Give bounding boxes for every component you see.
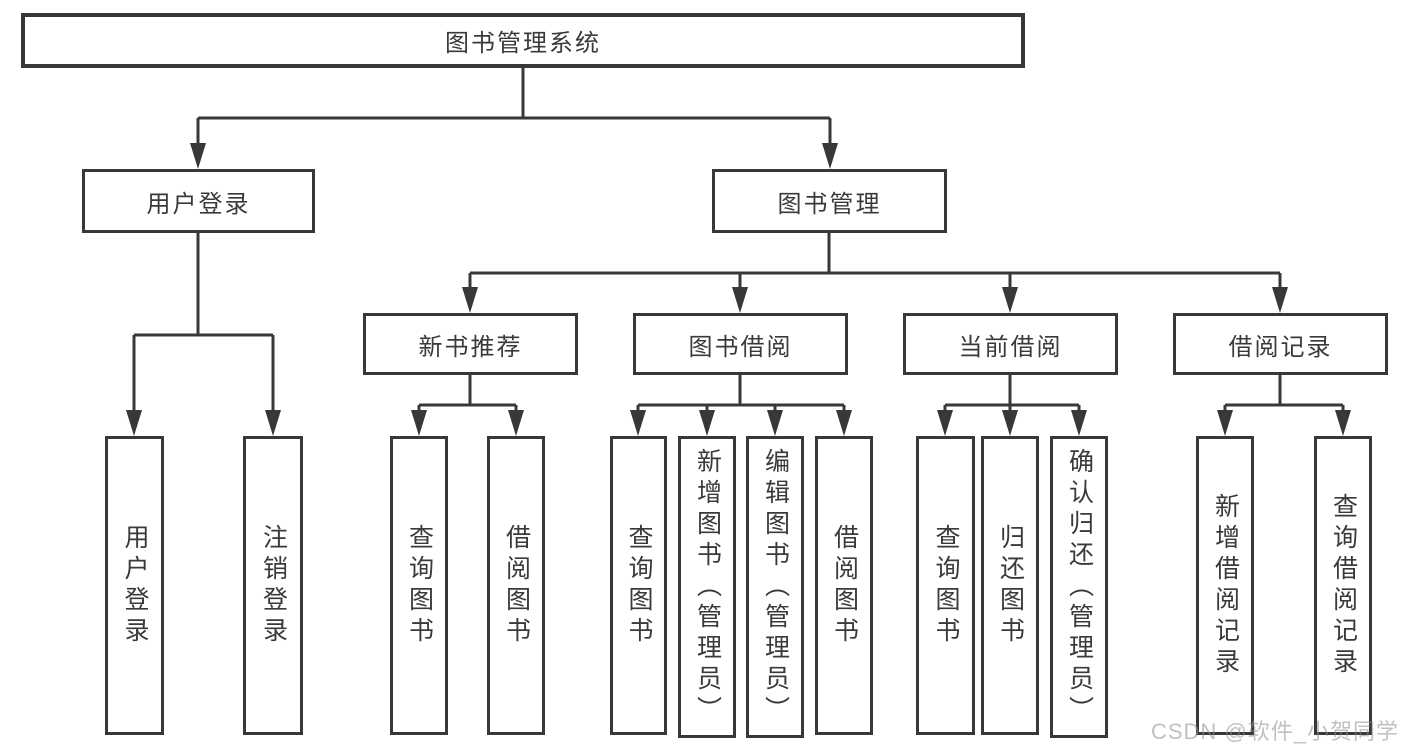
node-root-label: 图书管理系统 [445, 30, 601, 57]
leaf-user-login: 用户登录 [105, 436, 164, 735]
connector-current-borrow [937, 375, 1087, 436]
node-borrow-records-label: 借阅记录 [1228, 333, 1333, 361]
leaf-edit-book-admin: 编辑图书（管理员） [746, 436, 804, 738]
leaf-query-borrow-record: 查询借阅记录 [1314, 436, 1372, 735]
node-root: 图书管理系统 [21, 13, 1025, 68]
leaf-add-book-admin: 新增图书（管理员） [678, 436, 736, 738]
leaf-add-borrow-record: 新增借阅记录 [1196, 436, 1254, 735]
leaf-return-book-label: 归还图书 [996, 523, 1025, 648]
leaf-confirm-return-admin-label: 确认归还（管理员） [1065, 447, 1094, 727]
connector-book-management [462, 233, 1288, 313]
node-book-management: 图书管理 [712, 169, 947, 233]
node-current-borrow: 当前借阅 [903, 313, 1118, 375]
leaf-edit-book-admin-label: 编辑图书（管理员） [761, 447, 790, 727]
leaf-query-book-3: 查询图书 [916, 436, 975, 735]
leaf-borrow-book-2: 借阅图书 [815, 436, 873, 735]
leaf-user-login-label: 用户登录 [121, 523, 149, 648]
node-borrow-records: 借阅记录 [1173, 313, 1388, 375]
leaf-query-book-2: 查询图书 [610, 436, 667, 735]
leaf-logout-label: 注销登录 [259, 523, 288, 648]
leaf-query-borrow-record-label: 查询借阅记录 [1329, 492, 1358, 679]
connector-borrow-records [1217, 375, 1351, 436]
node-current-borrow-label: 当前借阅 [958, 333, 1063, 361]
node-user-login: 用户登录 [82, 169, 315, 233]
leaf-confirm-return-admin: 确认归还（管理员） [1050, 436, 1108, 738]
leaf-logout: 注销登录 [243, 436, 303, 735]
leaf-borrow-book-2-label: 借阅图书 [830, 523, 859, 648]
node-book-borrow: 图书借阅 [633, 313, 848, 375]
connector-user-login [126, 233, 281, 436]
node-book-management-label: 图书管理 [777, 190, 882, 218]
node-user-login-label: 用户登录 [146, 190, 251, 218]
connector-root [190, 68, 838, 169]
connector-book-borrow [630, 375, 852, 436]
leaf-return-book: 归还图书 [981, 436, 1039, 735]
leaf-query-book-3-label: 查询图书 [932, 523, 960, 648]
leaf-add-book-admin-label: 新增图书（管理员） [693, 447, 722, 727]
leaf-query-book-1-label: 查询图书 [405, 523, 434, 648]
leaf-add-borrow-record-label: 新增借阅记录 [1211, 492, 1240, 679]
csdn-watermark: CSDN @软件_小贺同学 [1150, 719, 1399, 744]
node-new-book-recommend-label: 新书推荐 [418, 333, 523, 361]
node-new-book-recommend: 新书推荐 [363, 313, 578, 375]
leaf-query-book-1: 查询图书 [390, 436, 448, 735]
leaf-borrow-book-1: 借阅图书 [487, 436, 545, 735]
leaf-borrow-book-1-label: 借阅图书 [502, 523, 531, 648]
connector-new-book-recommend [411, 375, 524, 436]
node-book-borrow-label: 图书借阅 [688, 333, 793, 361]
leaf-query-book-2-label: 查询图书 [625, 523, 653, 648]
